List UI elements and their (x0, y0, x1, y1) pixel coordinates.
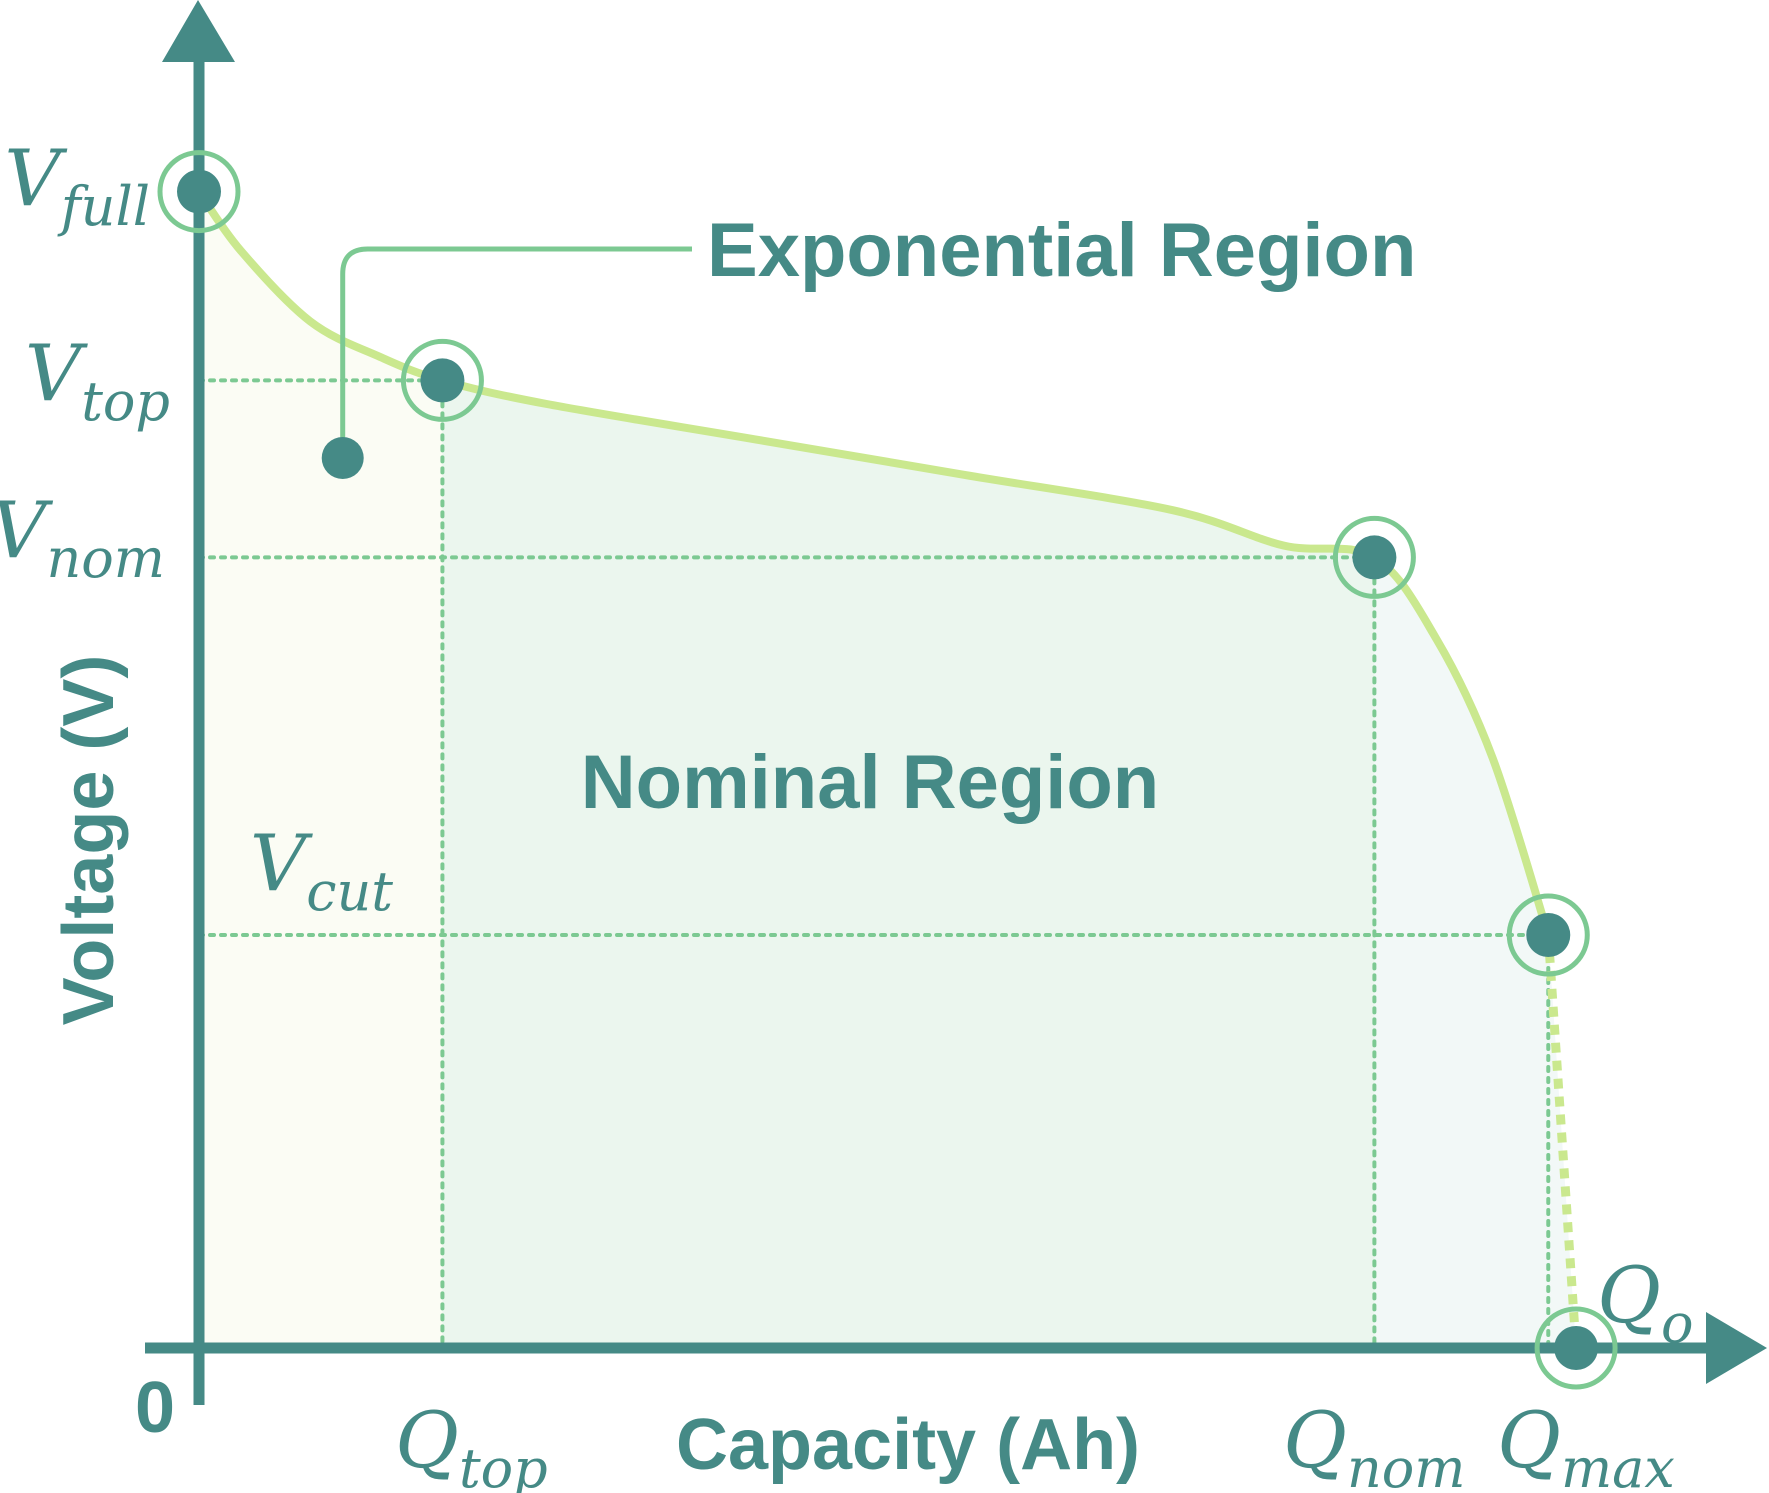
point-v-top (420, 358, 465, 403)
region-fills (199, 191, 1577, 1348)
label-v-full: Vfull (4, 134, 150, 238)
ring-v-nom (1332, 515, 1416, 599)
ring-v-top (400, 338, 484, 422)
key-points (157, 150, 1618, 1390)
point-v-nom (1352, 535, 1397, 580)
x-tick-q-top-main: Q (395, 1396, 459, 1486)
axes (145, 0, 1767, 1405)
x-axis-title: Capacity (Ah) (676, 1405, 1140, 1485)
guide-lines (197, 378, 1551, 1350)
x-tick-q-nom: Qnom (1283, 1396, 1465, 1493)
label-v-full-sub: full (57, 175, 150, 238)
label-q-o-main: Q (1597, 1251, 1661, 1341)
label-exponential-region: Exponential Region (707, 208, 1416, 293)
ring-v-cut (1506, 893, 1590, 977)
curve-dashed-tail (1543, 934, 1581, 1349)
ring-q-o (1534, 1306, 1618, 1390)
label-q-o: Qo (1597, 1251, 1693, 1355)
region-fill-end-region (1374, 191, 1577, 1348)
x-tick-q-max: Qmax (1497, 1396, 1675, 1493)
origin-label: 0 (135, 1368, 175, 1448)
region-fill-nominal-region (442, 191, 1375, 1348)
label-v-cut: Vcut (250, 819, 393, 923)
label-v-top-main: V (25, 329, 88, 419)
label-v-nom-sub: nom (47, 527, 166, 590)
point-q-o (1554, 1326, 1599, 1370)
x-tick-q-top: Qtop (395, 1396, 548, 1493)
point-v-cut (1526, 913, 1571, 957)
exponential-region-leader (340, 246, 692, 455)
x-tick-q-max-sub: max (1561, 1437, 1675, 1493)
x-tick-q-nom-sub: nom (1347, 1437, 1466, 1493)
label-v-top: Vtop (25, 329, 170, 433)
label-v-top-sub: top (81, 370, 170, 433)
x-tick-q-top-sub: top (459, 1437, 548, 1493)
label-v-nom: Vnom (0, 486, 165, 590)
ring-v-full (157, 150, 241, 234)
x-tick-q-max-main: Q (1497, 1396, 1561, 1486)
label-q-o-sub: o (1661, 1292, 1694, 1355)
label-v-cut-sub: cut (306, 860, 393, 923)
label-v-nom-main: V (0, 486, 53, 576)
point-v-full (177, 169, 221, 214)
x-tick-q-nom-main: Q (1283, 1396, 1347, 1486)
label-nominal-region: Nominal Region (581, 740, 1159, 825)
y-axis-title: Voltage (V) (49, 655, 129, 1026)
curve-main-line (195, 187, 1553, 939)
exponential-region-leader-dot (321, 437, 364, 479)
y-axis-arrow (162, 0, 235, 62)
discharge-curve (195, 187, 1581, 1349)
x-axis-arrow (1706, 1312, 1767, 1384)
label-v-full-main: V (4, 134, 67, 224)
label-v-cut-main: V (250, 819, 313, 909)
